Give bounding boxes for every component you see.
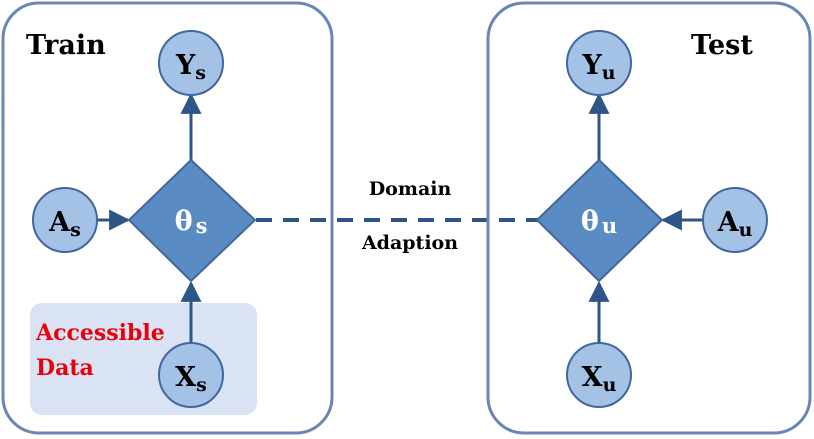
train-node-a-circle [32, 187, 98, 253]
test-node-a-circle [702, 187, 768, 253]
train-node-theta-diamond [127, 158, 257, 283]
domain-adaption-label-line1: Domain [369, 178, 452, 200]
train-node-x-circle [158, 342, 224, 408]
test-node-x: Xu [566, 342, 632, 408]
train-panel-title: Train [26, 30, 106, 61]
test-node-a-label: Au [717, 207, 753, 241]
test-node-x-circle [566, 342, 632, 408]
accessible-data-label-line1: Accessible [35, 320, 165, 346]
train-node-a-label: As [48, 207, 81, 241]
train-node-x-label: Xs [175, 362, 207, 396]
domain-adaption-label-line2: Adaption [361, 232, 458, 254]
test-node-x-label: Xu [582, 362, 617, 396]
train-node-y-circle [158, 30, 224, 96]
test-node-y-label: Yu [581, 50, 615, 84]
test-panel-border [486, 1, 812, 435]
test-node-y-circle [566, 30, 632, 96]
train-node-y: Ys [158, 30, 224, 96]
test-node-a: Au [702, 187, 768, 253]
test-node-theta-diamond [535, 158, 664, 283]
train-node-a: As [32, 187, 98, 253]
test-node-y: Yu [566, 30, 632, 96]
train-node-y-label: Ys [175, 50, 206, 84]
accessible-data-label-line2: Data [36, 355, 94, 381]
train-node-x: Xs [158, 342, 224, 408]
domain-adaption-link: Domain Adaption [256, 178, 538, 254]
test-panel-title: Test [691, 30, 753, 61]
train-panel-border [1, 1, 334, 435]
